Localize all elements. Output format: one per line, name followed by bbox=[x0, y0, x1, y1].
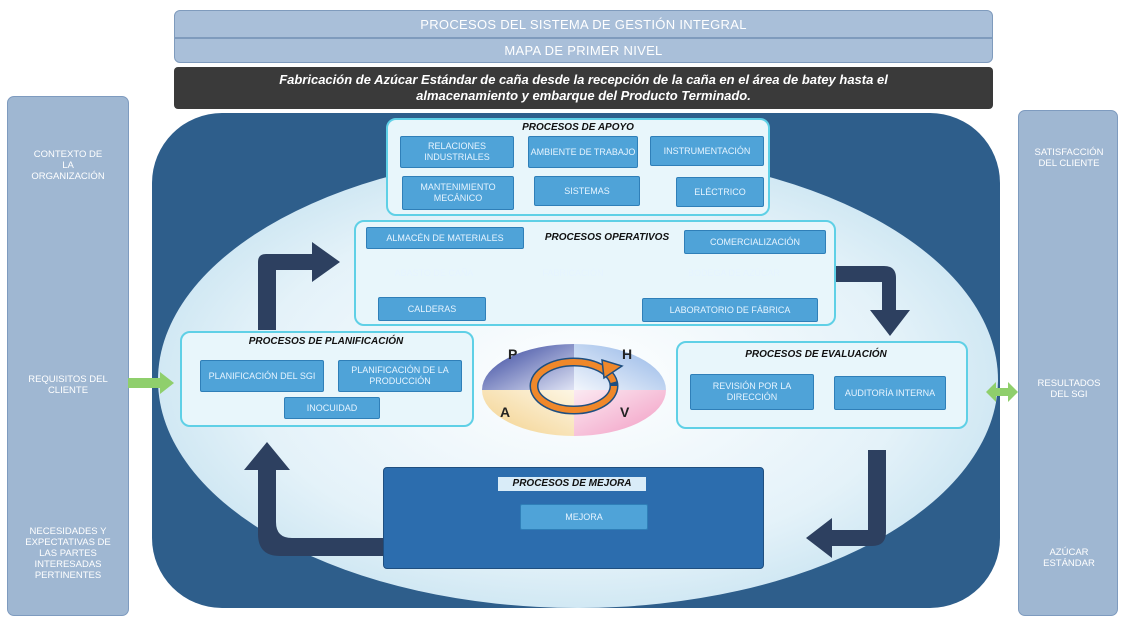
plan-produccion: PLANIFICACIÓN DE LA PRODUCCIÓN bbox=[338, 360, 462, 392]
evaluacion-title: PROCESOS DE EVALUACIÓN bbox=[745, 349, 887, 360]
eval-revision: REVISIÓN POR LA DIRECCIÓN bbox=[690, 374, 814, 410]
input-necesidades: NECESIDADES Y EXPECTATIVAS DE LAS PARTES… bbox=[25, 526, 111, 581]
op-laboratorio: LABORATORIO DE FÁBRICA bbox=[642, 298, 818, 322]
operativos-title: PROCESOS OPERATIVOS bbox=[544, 232, 670, 243]
header-title: PROCESOS DEL SISTEMA DE GESTIÓN INTEGRAL bbox=[174, 10, 993, 38]
plan-sgi: PLANIFICACIÓN DEL SGI bbox=[200, 360, 324, 392]
input-contexto: CONTEXTO DE LA ORGANIZACIÓN bbox=[31, 149, 105, 182]
header-subtitle: MAPA DE PRIMER NIVEL bbox=[174, 38, 993, 63]
output-satisfaccion: SATISFACCIÓN DEL CLIENTE bbox=[1034, 147, 1104, 169]
output-resultados: RESULTADOS DEL SGI bbox=[1037, 378, 1101, 400]
arrow-eval-to-mejora bbox=[806, 450, 886, 558]
arrow-plan-to-ops bbox=[258, 242, 340, 330]
phva-p: P bbox=[508, 346, 518, 362]
mejora-title: PROCESOS DE MEJORA bbox=[512, 478, 632, 489]
outputs-column bbox=[1018, 110, 1118, 616]
apoyo-ambiente: AMBIENTE DE TRABAJO bbox=[528, 136, 638, 168]
arrow-input-requisitos bbox=[128, 372, 174, 394]
op-bodega: BODEGA DE AZÚCAR bbox=[687, 268, 781, 278]
planificacion-title: PROCESOS DE PLANIFICACIÓN bbox=[248, 336, 404, 347]
inputs-column bbox=[7, 96, 129, 616]
apoyo-instrumentacion: INSTRUMENTACIÓN bbox=[650, 136, 764, 166]
phva-v: V bbox=[620, 404, 630, 420]
input-requisitos: REQUISITOS DEL CLIENTE bbox=[28, 374, 108, 396]
phva-cycle bbox=[482, 344, 666, 436]
arrow-output-resultados bbox=[986, 382, 1018, 402]
apoyo-electrico: ELÉCTRICO bbox=[676, 177, 764, 207]
mejora-title-bar bbox=[498, 477, 646, 491]
output-azucar: AZÚCAR ESTÁNDAR bbox=[1043, 547, 1095, 569]
op-calderas: CALDERAS bbox=[378, 297, 486, 321]
mejora-item: MEJORA bbox=[520, 504, 648, 530]
eval-auditoria: AUDITORÍA INTERNA bbox=[834, 376, 946, 410]
op-fabricacion: FABRICACIÓN bbox=[542, 268, 604, 278]
scope-banner: Fabricación de Azúcar Estándar de caña d… bbox=[174, 67, 993, 109]
arrow-ops-to-eval bbox=[826, 266, 910, 336]
apoyo-sistemas: SISTEMAS bbox=[534, 176, 640, 206]
apoyo-mantenimiento: MANTENIMIENTO MECÁNICO bbox=[402, 176, 514, 210]
phva-a: A bbox=[500, 404, 511, 420]
op-abasto: ABASTO DE CAÑA bbox=[394, 268, 474, 278]
op-comercializacion: COMERCIALIZACIÓN bbox=[684, 230, 826, 254]
phva-h: H bbox=[622, 346, 633, 362]
arrow-mejora-to-plan bbox=[244, 442, 384, 556]
op-almacen: ALMACÉN DE MATERIALES bbox=[366, 227, 524, 249]
plan-inocuidad: INOCUIDAD bbox=[284, 397, 380, 419]
apoyo-relaciones: RELACIONES INDUSTRIALES bbox=[400, 136, 514, 168]
apoyo-title: PROCESOS DE APOYO bbox=[522, 122, 634, 133]
scope-line-2: almacenamiento y embarque del Producto T… bbox=[416, 88, 751, 103]
scope-line-1: Fabricación de Azúcar Estándar de caña d… bbox=[279, 72, 888, 87]
